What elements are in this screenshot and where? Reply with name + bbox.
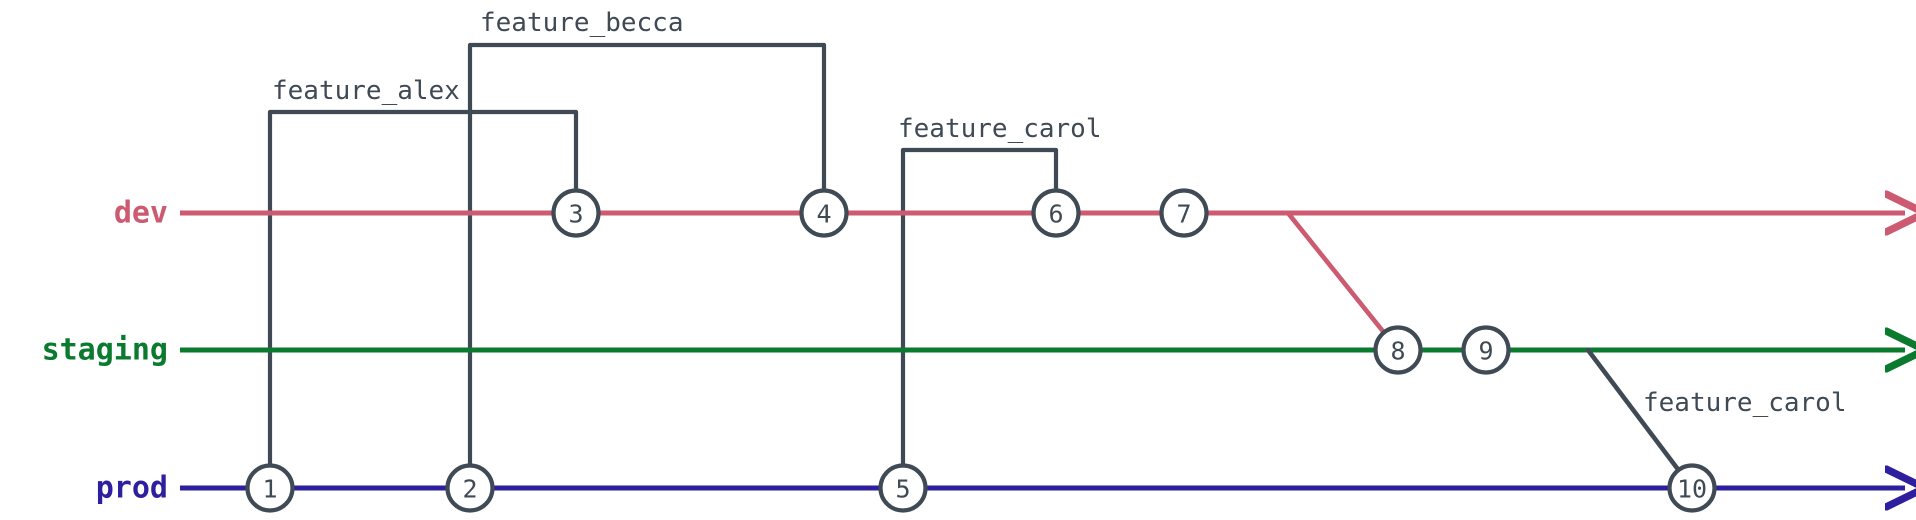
commit-circle-2[interactable] [445, 463, 495, 513]
commit-node-2[interactable]: 2 [445, 463, 495, 513]
feature-branch-brackets [267, 42, 1059, 491]
commit-label-8: 8 [1390, 337, 1405, 366]
merge-line-staging-to-prod [1585, 347, 1695, 491]
commit-label-3: 3 [568, 200, 583, 229]
commit-node-6[interactable]: 6 [1031, 188, 1081, 238]
commit-circle-1[interactable] [245, 463, 295, 513]
commit-node-8[interactable]: 8 [1373, 325, 1423, 375]
commit-label-9: 9 [1478, 337, 1493, 366]
merge-line-dev-to-staging [1285, 210, 1401, 353]
commit-node-10[interactable]: 10 [1667, 463, 1717, 513]
feature-branch-label-feature_carol: feature_carol [898, 114, 1102, 144]
commit-label-6: 6 [1048, 200, 1063, 229]
commit-node-9[interactable]: 9 [1461, 325, 1511, 375]
lane-label-dev: dev [113, 195, 168, 231]
merge-label-staging-to-prod: feature_carol [1643, 388, 1847, 418]
commit-label-1: 1 [262, 475, 277, 504]
commit-node-7[interactable]: 7 [1159, 188, 1209, 238]
lane-label-staging: staging [41, 332, 168, 368]
commit-circle-10[interactable] [1667, 463, 1717, 513]
feature-branch-path-feature_carol [900, 147, 1059, 491]
commit-label-7: 7 [1176, 200, 1191, 229]
lane-label-prod: prod [95, 470, 168, 506]
commit-node-5[interactable]: 5 [878, 463, 928, 513]
feature-branch-label-feature_becca: feature_becca [480, 8, 684, 38]
commit-label-10: 10 [1677, 475, 1707, 504]
commit-circle-6[interactable] [1031, 188, 1081, 238]
commit-circle-7[interactable] [1159, 188, 1209, 238]
commit-node-1[interactable]: 1 [245, 463, 295, 513]
merge-lines [1285, 210, 1695, 491]
commit-node-4[interactable]: 4 [799, 188, 849, 238]
feature-branch-path-feature_becca [467, 42, 827, 491]
feature-branch-label-feature_alex: feature_alex [272, 76, 460, 106]
commit-label-5: 5 [895, 475, 910, 504]
commit-nodes: 1 2 3 4 5 6 7 8 9 10 [245, 188, 1717, 513]
commit-circle-3[interactable] [551, 188, 601, 238]
commit-circle-9[interactable] [1461, 325, 1511, 375]
commit-label-2: 2 [462, 475, 477, 504]
commit-circle-8[interactable] [1373, 325, 1423, 375]
commit-label-4: 4 [816, 200, 831, 229]
commit-circle-4[interactable] [799, 188, 849, 238]
commit-circle-5[interactable] [878, 463, 928, 513]
commit-node-3[interactable]: 3 [551, 188, 601, 238]
feature-branch-path-feature_alex [267, 109, 579, 491]
lane-lines [180, 213, 1905, 488]
